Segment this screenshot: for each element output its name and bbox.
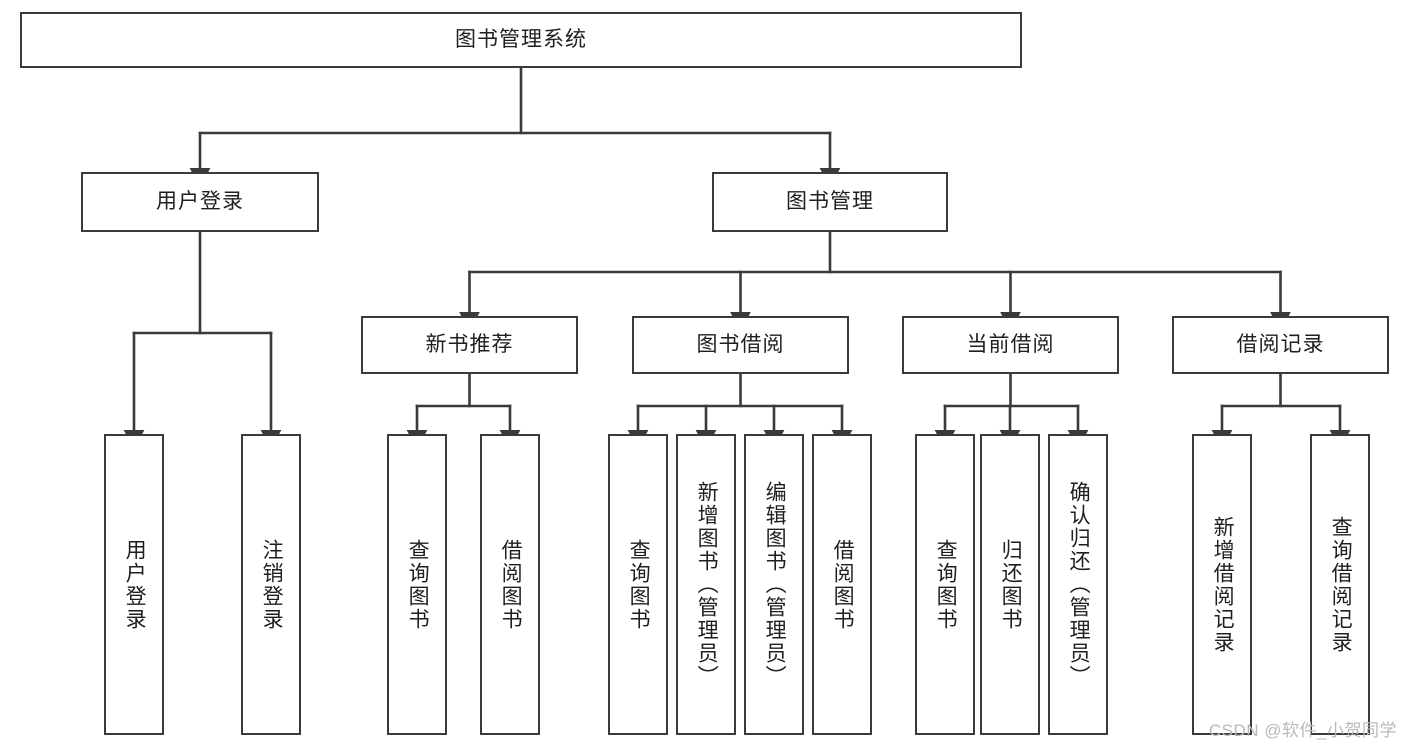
- node-label: 查询图书: [406, 538, 430, 631]
- node-label: 新增借阅记录: [1211, 515, 1235, 654]
- node-label: 借阅图书: [499, 538, 523, 631]
- edges-group: [123, 66, 1351, 450]
- node-l3-borrow-book-a[interactable]: 借阅图书: [480, 434, 540, 735]
- node-l3-add-book[interactable]: 新增图书（管理员）: [676, 434, 736, 735]
- node-l3-query-book-a[interactable]: 查询图书: [387, 434, 447, 735]
- node-l3-logout[interactable]: 注销登录: [241, 434, 301, 735]
- node-l3-user-login[interactable]: 用户登录: [104, 434, 164, 735]
- node-label: 查询图书: [934, 538, 958, 631]
- node-l3-edit-book[interactable]: 编辑图书（管理员）: [744, 434, 804, 735]
- node-label: 新增图书（管理员）: [695, 481, 719, 688]
- node-label: 图书管理: [786, 190, 874, 214]
- node-l2-borrow-record[interactable]: 借阅记录: [1172, 316, 1389, 374]
- node-l3-borrow-book-b[interactable]: 借阅图书: [812, 434, 872, 735]
- node-l1-book-mgmt[interactable]: 图书管理: [712, 172, 948, 232]
- node-label: 确认归还（管理员）: [1067, 481, 1091, 688]
- node-label: 当前借阅: [966, 333, 1055, 357]
- node-l3-query-record[interactable]: 查询借阅记录: [1310, 434, 1370, 735]
- node-l2-book-borrow[interactable]: 图书借阅: [632, 316, 849, 374]
- node-label: 编辑图书（管理员）: [763, 481, 787, 688]
- node-label: 归还图书: [999, 538, 1023, 631]
- node-label: 借阅图书: [831, 538, 855, 631]
- node-label: 查询借阅记录: [1329, 515, 1353, 654]
- node-label: 用户登录: [156, 190, 244, 214]
- node-label: 用户登录: [123, 538, 147, 631]
- node-label: 查询图书: [627, 538, 651, 631]
- node-l1-user-login[interactable]: 用户登录: [81, 172, 319, 232]
- node-root[interactable]: 图书管理系统: [20, 12, 1022, 68]
- node-label: 图书借阅: [696, 333, 785, 357]
- node-label: 图书管理系统: [455, 28, 587, 52]
- node-l3-query-book-c[interactable]: 查询图书: [915, 434, 975, 735]
- node-label: 新书推荐: [425, 333, 514, 357]
- node-l3-query-book-b[interactable]: 查询图书: [608, 434, 668, 735]
- node-l3-confirm-return[interactable]: 确认归还（管理员）: [1048, 434, 1108, 735]
- node-l2-new-book-rec[interactable]: 新书推荐: [361, 316, 578, 374]
- node-l3-return-book[interactable]: 归还图书: [980, 434, 1040, 735]
- node-l3-add-record[interactable]: 新增借阅记录: [1192, 434, 1252, 735]
- node-label: 注销登录: [260, 538, 284, 631]
- node-l2-current-borrow[interactable]: 当前借阅: [902, 316, 1119, 374]
- node-label: 借阅记录: [1236, 333, 1325, 357]
